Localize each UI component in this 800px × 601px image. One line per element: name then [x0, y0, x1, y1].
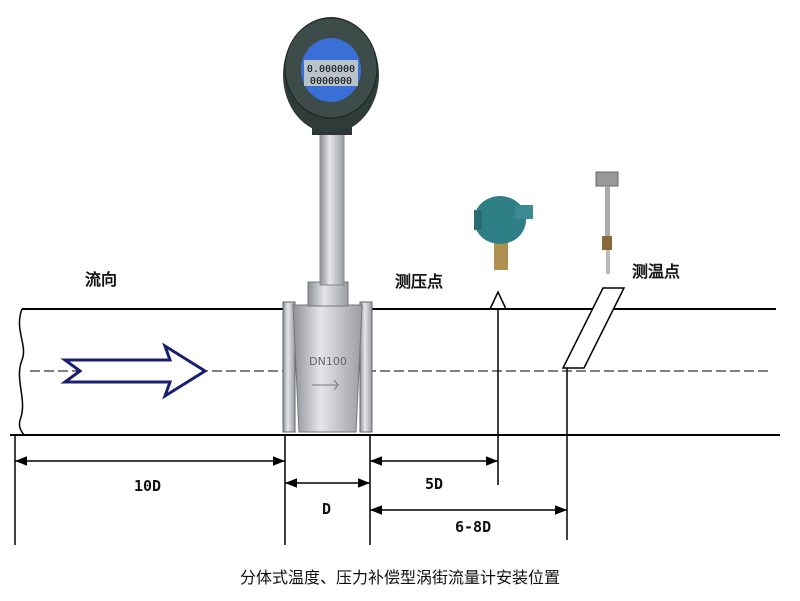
temperature-point-label: 测温点: [632, 262, 681, 281]
dimension-lines: [14, 435, 567, 545]
body-marking: DN100: [309, 355, 347, 368]
pressure-point-label: 测压点: [395, 272, 444, 291]
pipe: [10, 308, 780, 436]
display-line2: 0000000: [310, 76, 352, 87]
caption: 分体式温度、压力补偿型涡街流量计安装位置: [239, 568, 560, 587]
temperature-sensor: [595, 171, 619, 274]
pressure-tap: [489, 290, 507, 310]
dim-6-8d: 6-8D: [455, 518, 492, 536]
dim-10d: 10D: [134, 477, 162, 495]
temperature-tap: [561, 287, 626, 369]
dim-5d: 5D: [425, 475, 444, 493]
display-line1: 0.000000: [307, 64, 355, 75]
pressure-transmitter: [474, 196, 533, 270]
flow-direction-label: 流向: [85, 270, 118, 289]
dim-d: D: [322, 500, 332, 518]
flow-arrow: [60, 342, 208, 400]
vortex-flowmeter: 0.000000 0000000 DN100: [282, 17, 379, 433]
